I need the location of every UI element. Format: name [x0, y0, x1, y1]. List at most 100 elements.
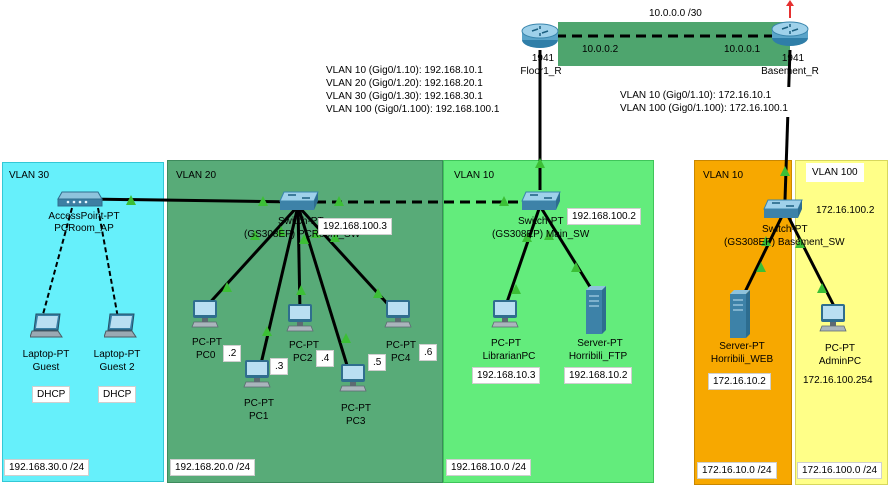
server-web-name: Horribili_WEB [710, 354, 774, 365]
laptop-guest2-name: Guest 2 [99, 362, 135, 373]
basement-subinterfaces: VLAN 10 (Gig0/1.10): 172.16.10.1 VLAN 10… [616, 87, 792, 117]
switch-pcroom-ip: 192.168.100.3 [318, 218, 392, 235]
floor-wan-ip: 10.0.0.2 [578, 44, 623, 55]
pc-librarian-type: PC-PT [491, 338, 521, 349]
pc-admin[interactable] [818, 302, 848, 332]
vlan100-subnet: 172.16.100.0 /24 [797, 462, 883, 479]
pc-3-ip: .5 [368, 354, 387, 371]
switch-main-model: (GS308EP) Main_SW [492, 229, 590, 240]
switch-main-ip: 192.168.100.2 [567, 208, 641, 225]
pc-librarian-ip: 192.168.10.3 [472, 367, 541, 384]
laptop-guest-ip: DHCP [32, 386, 71, 403]
vlan10-basement-label: VLAN 10 [703, 170, 744, 181]
vlan10-main-subnet: 192.168.10.0 /24 [446, 459, 532, 476]
pc-icon [819, 304, 847, 332]
pc-0[interactable] [190, 298, 220, 328]
server-ftp-name: Horribili_FTP [568, 351, 628, 362]
laptop-guest2-type: Laptop-PT [93, 349, 141, 360]
laptop-icon [104, 313, 137, 338]
switch-basement-ip: 172.16.100.2 [812, 203, 879, 218]
pc-icon [191, 300, 219, 328]
pc-2-ip: .4 [316, 350, 335, 367]
router-basement-model: 1941 [781, 53, 805, 64]
pc-2-name: PC2 [293, 353, 313, 364]
vlan30-subnet: 192.168.30.0 /24 [4, 459, 90, 476]
switch-icon [521, 191, 561, 210]
laptop-guest[interactable] [30, 312, 64, 340]
server-web-ip: 172.16.10.2 [708, 373, 771, 390]
basement-subif-vlan100: VLAN 100 (Gig0/1.100): 172.16.100.1 [620, 103, 788, 114]
vlan10-basement-subnet: 172.16.10.0 /24 [697, 462, 777, 479]
pc-4-name: PC4 [391, 353, 411, 364]
router-floor1-name: Floor1_R [520, 66, 562, 77]
laptop-guest-name: Guest [32, 362, 60, 373]
floor-subif-vlan10: VLAN 10 (Gig0/1.10): 192.168.10.1 [326, 65, 483, 76]
vlan100-label: VLAN 100 [806, 163, 864, 182]
vlan30-label: VLAN 30 [9, 170, 50, 181]
floor-subif-vlan30: VLAN 30 (Gig0/1.30): 192.168.30.1 [326, 91, 483, 102]
pc-icon [286, 304, 314, 332]
laptop-guest2-ip: DHCP [98, 386, 137, 403]
router-floor1-model: 1941 [531, 53, 555, 64]
pc-0-type: PC-PT [192, 337, 222, 348]
wan-network-label: 10.0.0.0 /30 [649, 8, 702, 19]
pc-0-name: PC0 [196, 350, 216, 361]
pc-admin-type: PC-PT [825, 343, 855, 354]
access-point-name: PCRoom_AP [54, 223, 114, 234]
pc-0-ip: .2 [223, 345, 242, 362]
server-ftp-ip: 192.168.10.2 [564, 367, 633, 384]
pc-3[interactable] [338, 362, 368, 392]
pc-1-ip: .3 [270, 358, 289, 375]
access-point-icon [57, 191, 103, 207]
server-icon [730, 290, 750, 338]
access-point-type: AccessPoint-PT [48, 211, 120, 222]
pc-1-type: PC-PT [244, 398, 274, 409]
router-icon [521, 23, 559, 48]
pc-4[interactable] [383, 298, 413, 328]
pc-icon [491, 300, 519, 328]
vlan10-main-label: VLAN 10 [454, 170, 495, 181]
router-basement[interactable] [770, 20, 810, 48]
access-point[interactable] [56, 190, 104, 208]
pc-librarian[interactable] [490, 298, 520, 328]
router-basement-name: Basement_R [761, 66, 819, 77]
switch-pcroom[interactable] [278, 190, 320, 212]
switch-pcroom-model: (GS308EP) PCRoom_SW [244, 229, 361, 240]
basement-subif-vlan10: VLAN 10 (Gig0/1.10): 172.16.10.1 [620, 90, 772, 101]
router-floor1[interactable] [520, 22, 560, 50]
pc-3-name: PC3 [346, 416, 366, 427]
pc-librarian-name: LibrarianPC [482, 351, 536, 362]
pc-4-type: PC-PT [386, 340, 416, 351]
pc-2[interactable] [285, 302, 315, 332]
pc-1-name: PC1 [249, 411, 269, 422]
server-ftp-type: Server-PT [577, 338, 623, 349]
switch-icon [279, 191, 319, 210]
floor-subif-vlan100: VLAN 100 (Gig0/1.100): 192.168.100.1 [326, 104, 500, 115]
laptop-guest2[interactable] [104, 312, 138, 340]
laptop-icon [30, 313, 63, 338]
switch-basement-model: (GS308EP) Basement_SW [724, 237, 845, 248]
vlan20-label: VLAN 20 [176, 170, 217, 181]
pc-4-ip: .6 [419, 344, 438, 361]
laptop-guest-type: Laptop-PT [22, 349, 70, 360]
pc-icon [243, 360, 271, 388]
vlan20-subnet: 192.168.20.0 /24 [170, 459, 256, 476]
pc-icon [339, 364, 367, 392]
pc-2-type: PC-PT [289, 340, 319, 351]
pc-admin-ip: 172.16.100.254 [799, 373, 877, 388]
pc-1[interactable] [242, 358, 272, 388]
switch-main[interactable] [520, 190, 562, 212]
server-web[interactable] [728, 288, 752, 340]
switch-pcroom-type: Switch-PT [278, 216, 324, 227]
pc-3-type: PC-PT [341, 403, 371, 414]
server-ftp[interactable] [584, 284, 608, 336]
floor-subif-vlan20: VLAN 20 (Gig0/1.20): 192.168.20.1 [326, 78, 483, 89]
switch-icon [763, 199, 803, 218]
server-web-type: Server-PT [719, 341, 765, 352]
switch-basement[interactable] [762, 198, 804, 220]
server-icon [586, 286, 606, 334]
floor-subinterfaces: VLAN 10 (Gig0/1.10): 192.168.10.1 VLAN 2… [322, 62, 504, 118]
zone-vlan30 [2, 162, 164, 482]
router-icon [771, 21, 809, 46]
